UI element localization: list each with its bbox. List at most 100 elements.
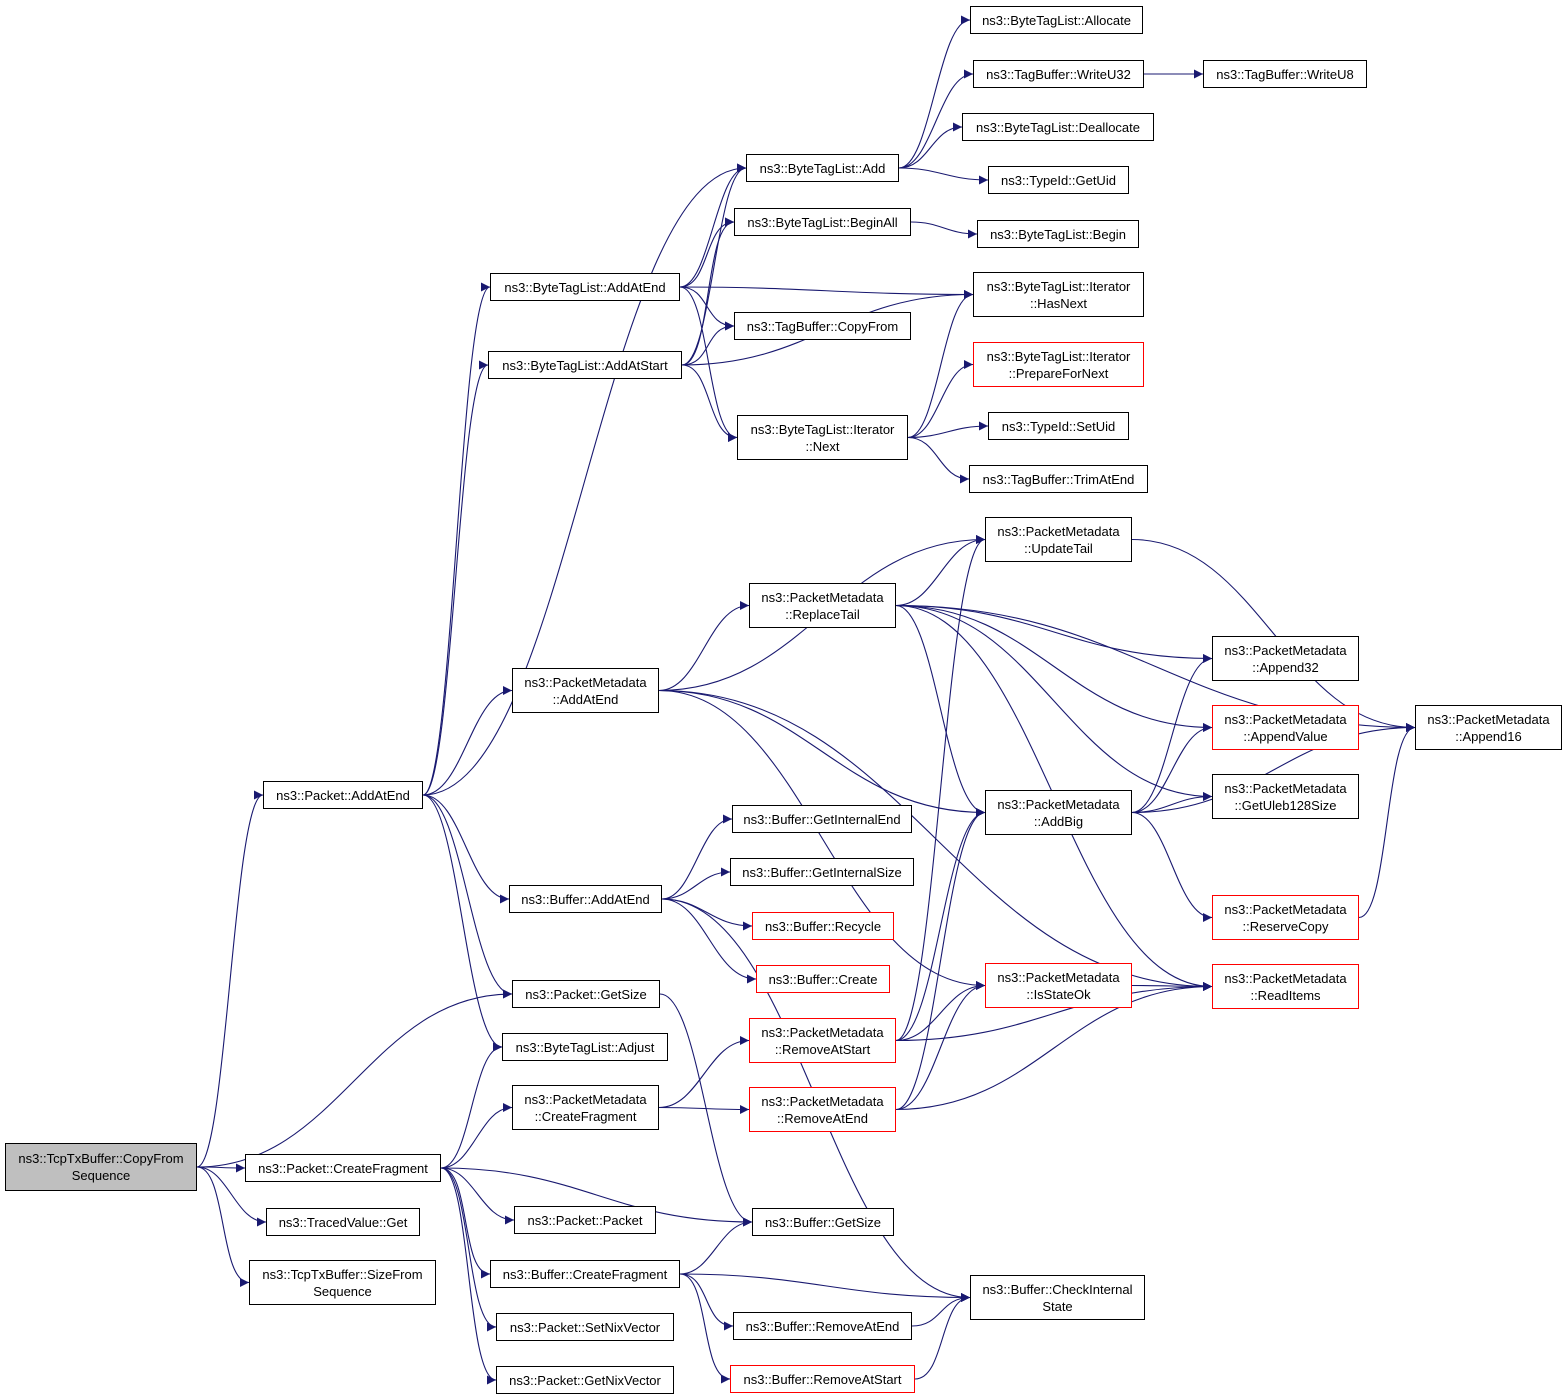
call-edge-copyFromSeq-to-pktCreateFragment	[196, 1163, 246, 1173]
node-byte-tag-list-begin[interactable]: ns3::ByteTagList::Begin	[977, 220, 1139, 248]
call-edge-pmRemoveAtStart-to-pmAddBig	[895, 808, 986, 1042]
call-edge-copyFromSeq-to-tracedGet	[196, 1166, 267, 1227]
node-packet-metadata-replace-tail[interactable]: ns3::PacketMetadata::ReplaceTail	[749, 583, 896, 628]
node-tag-buffer-write-u32[interactable]: ns3::TagBuffer::WriteU32	[973, 60, 1144, 88]
call-edge-btlAddAtStart-to-btlAdd	[681, 163, 747, 366]
call-edge-btlBeginAll-to-btlBegin	[910, 221, 978, 239]
call-edge-pmAddAtEnd-to-pmIsStateOk	[658, 689, 986, 990]
call-edge-pktGetSize-to-bufGetSize	[659, 993, 753, 1227]
call-edge-bufCreateFragment-to-bufRemoveAtStart	[679, 1273, 731, 1384]
node-byte-tag-list-deallocate[interactable]: ns3::ByteTagList::Deallocate	[962, 113, 1154, 141]
call-edge-pktAddAtEnd-to-bufAddAtEnd	[422, 794, 510, 904]
call-edge-pktAddAtEnd-to-pktGetSize	[422, 794, 513, 999]
call-edge-pmRemoveAtStart-to-pmReadItems	[895, 982, 1213, 1042]
node-tag-buffer-copy-from[interactable]: ns3::TagBuffer::CopyFrom	[734, 312, 911, 340]
node-packet-metadata-add-at-end[interactable]: ns3::PacketMetadata::AddAtEnd	[512, 668, 659, 713]
node-tag-buffer-write-u8[interactable]: ns3::TagBuffer::WriteU8	[1203, 60, 1367, 88]
node-byte-tag-list-iterator-prepare-for-next[interactable]: ns3::ByteTagList::Iterator::PrepareForNe…	[973, 342, 1144, 387]
node-packet-metadata-read-items[interactable]: ns3::PacketMetadata::ReadItems	[1212, 964, 1359, 1009]
node-packet-metadata-is-state-ok[interactable]: ns3::PacketMetadata::IsStateOk	[985, 963, 1132, 1008]
call-edge-pmRemoveAtStart-to-pmIsStateOk	[895, 981, 986, 1042]
node-packet-add-at-end[interactable]: ns3::Packet::AddAtEnd	[263, 781, 423, 809]
node-packet-metadata-add-big[interactable]: ns3::PacketMetadata::AddBig	[985, 790, 1132, 835]
call-edge-bufCreateFragment-to-bufGetSize	[679, 1217, 753, 1275]
node-packet-metadata-reserve-copy[interactable]: ns3::PacketMetadata::ReserveCopy	[1212, 895, 1359, 940]
call-edge-btlAddAtEnd-to-btlBeginAll	[679, 217, 735, 288]
node-packet-set-nix-vector[interactable]: ns3::Packet::SetNixVector	[496, 1313, 674, 1341]
call-edge-pmAddBig-to-pmAppendValue	[1131, 723, 1213, 814]
call-edge-btlAdd-to-tbWriteU32	[898, 69, 974, 169]
node-packet-get-size[interactable]: ns3::Packet::GetSize	[512, 980, 660, 1008]
call-edge-bufCreateFragment-to-bufRemoveAtEnd	[679, 1273, 734, 1331]
node-packet-create-fragment[interactable]: ns3::Packet::CreateFragment	[245, 1154, 441, 1182]
call-edge-pmAddBig-to-pmAppend16	[1131, 723, 1416, 814]
node-byte-tag-list-iterator-has-next[interactable]: ns3::ByteTagList::Iterator::HasNext	[973, 272, 1144, 317]
node-packet-metadata-append16[interactable]: ns3::PacketMetadata::Append16	[1415, 705, 1562, 750]
node-buffer-create[interactable]: ns3::Buffer::Create	[756, 965, 890, 993]
node-packet-metadata-create-fragment[interactable]: ns3::PacketMetadata::CreateFragment	[512, 1085, 659, 1130]
call-edge-pktAddAtEnd-to-btlAddAtEnd	[422, 282, 491, 796]
node-byte-tag-list-add[interactable]: ns3::ByteTagList::Add	[746, 154, 899, 182]
node-packet-metadata-remove-at-start[interactable]: ns3::PacketMetadata::RemoveAtStart	[749, 1018, 896, 1063]
node-byte-tag-list-iterator-next[interactable]: ns3::ByteTagList::Iterator::Next	[737, 415, 908, 460]
call-edge-btlIterNext-to-tbTrimAtEnd	[907, 436, 970, 484]
node-buffer-remove-at-end[interactable]: ns3::Buffer::RemoveAtEnd	[733, 1312, 912, 1340]
node-byte-tag-list-add-at-start[interactable]: ns3::ByteTagList::AddAtStart	[488, 351, 682, 379]
call-edge-pmAddAtEnd-to-pmReplaceTail	[658, 601, 750, 692]
node-buffer-get-size[interactable]: ns3::Buffer::GetSize	[752, 1208, 894, 1236]
node-buffer-remove-at-start[interactable]: ns3::Buffer::RemoveAtStart	[730, 1365, 915, 1393]
call-edge-pmReplaceTail-to-pmAddBig	[895, 604, 986, 817]
call-edge-pktAddAtEnd-to-btlAdjust	[422, 794, 503, 1052]
node-buffer-recycle[interactable]: ns3::Buffer::Recycle	[752, 912, 894, 940]
call-edge-btlAdd-to-typeIdGetUid	[898, 167, 989, 185]
call-edge-btlAddAtStart-to-btlBeginAll	[681, 217, 735, 366]
node-tag-buffer-trim-at-end[interactable]: ns3::TagBuffer::TrimAtEnd	[969, 465, 1148, 493]
call-edge-copyFromSeq-to-sizeFromSeq	[196, 1166, 250, 1287]
node-buffer-create-fragment[interactable]: ns3::Buffer::CreateFragment	[490, 1260, 680, 1288]
node-byte-tag-list-adjust[interactable]: ns3::ByteTagList::Adjust	[502, 1033, 668, 1061]
node-byte-tag-list-begin-all[interactable]: ns3::ByteTagList::BeginAll	[734, 208, 911, 236]
call-edge-btlIterNext-to-btlIterPrepare	[907, 360, 974, 439]
call-edge-pmReplaceTail-to-pmAppendValue	[895, 604, 1213, 732]
call-edge-bufCreateFragment-to-bufCheckInternal	[679, 1273, 971, 1302]
node-packet-packet[interactable]: ns3::Packet::Packet	[514, 1206, 656, 1234]
call-edge-btlAddAtEnd-to-btlIterNext	[679, 286, 738, 442]
node-packet-metadata-update-tail[interactable]: ns3::PacketMetadata::UpdateTail	[985, 517, 1132, 562]
call-edge-btlAddAtStart-to-btlIterNext	[681, 364, 738, 442]
call-edge-pmAddAtEnd-to-pmAddBig	[658, 689, 986, 817]
node-packet-metadata-append32[interactable]: ns3::PacketMetadata::Append32	[1212, 636, 1359, 681]
node-packet-get-nix-vector[interactable]: ns3::Packet::GetNixVector	[496, 1366, 674, 1394]
node-byte-tag-list-allocate[interactable]: ns3::ByteTagList::Allocate	[970, 6, 1143, 34]
call-edge-pmRemoveAtStart-to-pmUpdateTail	[895, 535, 986, 1042]
call-edge-pmCreateFragment-to-pmRemoveAtStart	[658, 1036, 750, 1109]
call-edge-pktCreateFragment-to-bufCreateFragment	[440, 1167, 491, 1279]
call-edge-pktCreateFragment-to-bufGetSize	[440, 1167, 753, 1227]
call-edge-bufAddAtEnd-to-bufGetInternalEnd	[661, 814, 733, 900]
call-edge-btlIterNext-to-btlIterHasNext	[907, 290, 974, 439]
node-buffer-get-internal-end[interactable]: ns3::Buffer::GetInternalEnd	[732, 805, 912, 833]
node-type-id-set-uid[interactable]: ns3::TypeId::SetUid	[988, 412, 1129, 440]
call-edge-pmAddBig-to-pmGetUleb	[1131, 792, 1213, 814]
call-edge-pktAddAtEnd-to-btlAdd	[422, 163, 747, 796]
call-edge-btlAdd-to-btlDeallocate	[898, 122, 963, 169]
node-packet-metadata-remove-at-end[interactable]: ns3::PacketMetadata::RemoveAtEnd	[749, 1087, 896, 1132]
call-edge-pmReplaceTail-to-pmGetUleb	[895, 604, 1213, 801]
node-byte-tag-list-add-at-end[interactable]: ns3::ByteTagList::AddAtEnd	[490, 273, 680, 301]
node-buffer-get-internal-size[interactable]: ns3::Buffer::GetInternalSize	[730, 858, 914, 886]
node-packet-metadata-get-uleb128-size[interactable]: ns3::PacketMetadata::GetUleb128Size	[1212, 774, 1359, 819]
call-edge-pktAddAtEnd-to-btlAddAtStart	[422, 360, 489, 796]
node-type-id-get-uid[interactable]: ns3::TypeId::GetUid	[988, 166, 1129, 194]
call-edge-pmAddBig-to-pmAppend32	[1131, 654, 1213, 814]
call-edge-pktCreateFragment-to-pktGetNix	[440, 1167, 497, 1385]
node-packet-metadata-append-value[interactable]: ns3::PacketMetadata::AppendValue	[1212, 705, 1359, 750]
call-edge-btlAddAtEnd-to-btlIterHasNext	[679, 286, 974, 299]
node-buffer-add-at-end[interactable]: ns3::Buffer::AddAtEnd	[509, 885, 662, 913]
node-traced-value-get[interactable]: ns3::TracedValue::Get	[266, 1208, 420, 1236]
call-edge-bufAddAtEnd-to-bufGetInternalSize	[661, 867, 731, 900]
call-edge-pmUpdateTail-to-pmAppend16	[1131, 538, 1416, 732]
call-edge-pktCreateFragment-to-btlAdjust	[440, 1042, 503, 1169]
